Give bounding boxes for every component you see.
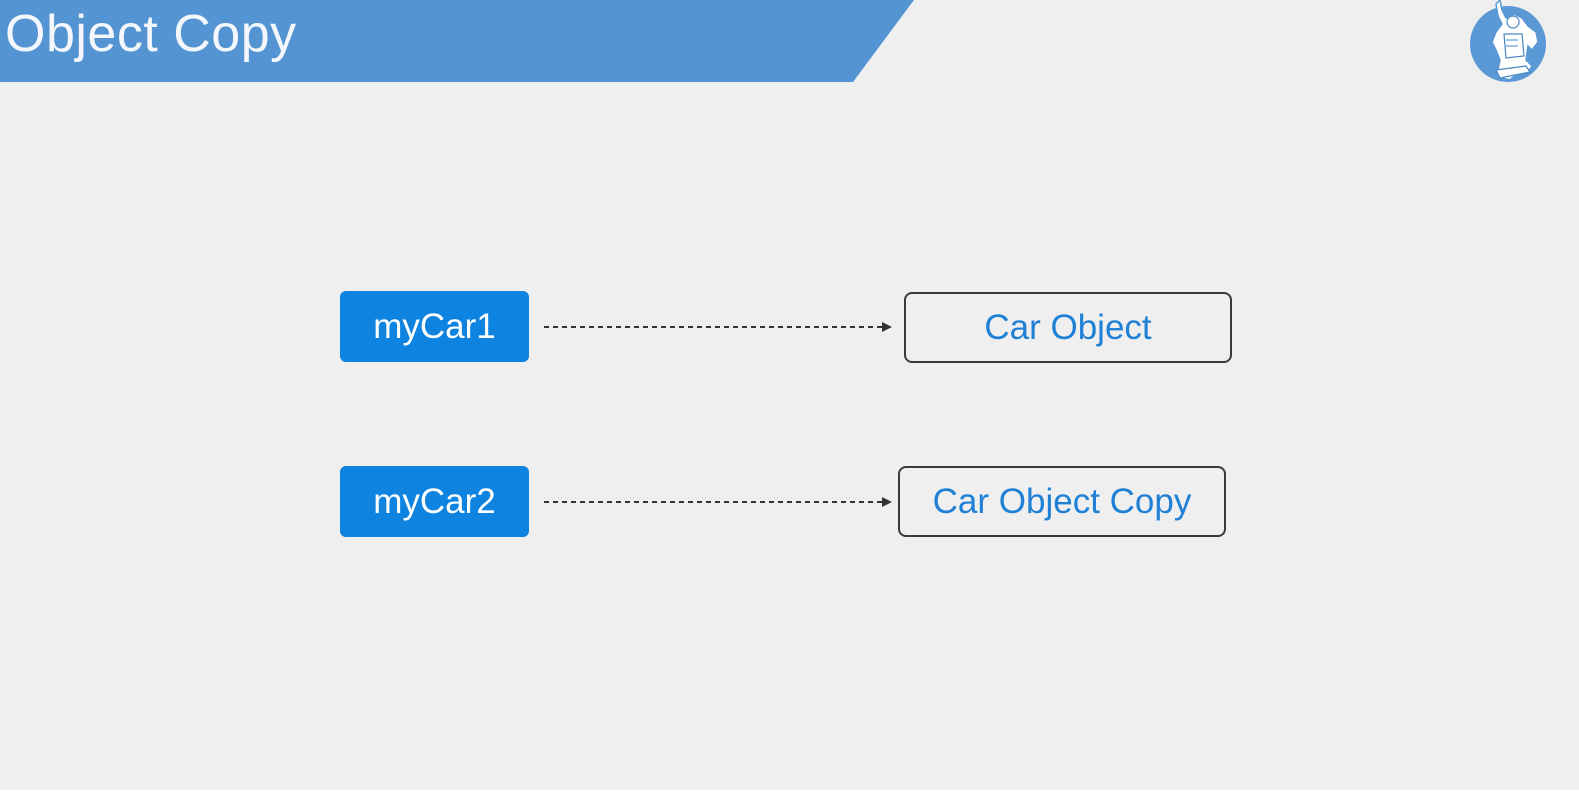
variable-label: myCar2 <box>373 481 496 521</box>
object-label: Car Object <box>984 307 1152 347</box>
object-label: Car Object Copy <box>932 481 1192 521</box>
reference-arrow-1 <box>544 322 892 332</box>
variable-box-mycar1: myCar1 <box>340 291 529 362</box>
teacher-mascot-icon <box>1466 0 1550 86</box>
reference-arrow-2 <box>544 497 892 507</box>
title-banner <box>0 0 915 82</box>
variable-label: myCar1 <box>373 306 496 346</box>
variable-box-mycar2: myCar2 <box>340 466 529 537</box>
object-box-car-object: Car Object <box>904 292 1232 363</box>
page-title: Object Copy <box>5 5 297 63</box>
object-box-car-object-copy: Car Object Copy <box>898 466 1226 537</box>
bottom-divider <box>0 790 1579 793</box>
